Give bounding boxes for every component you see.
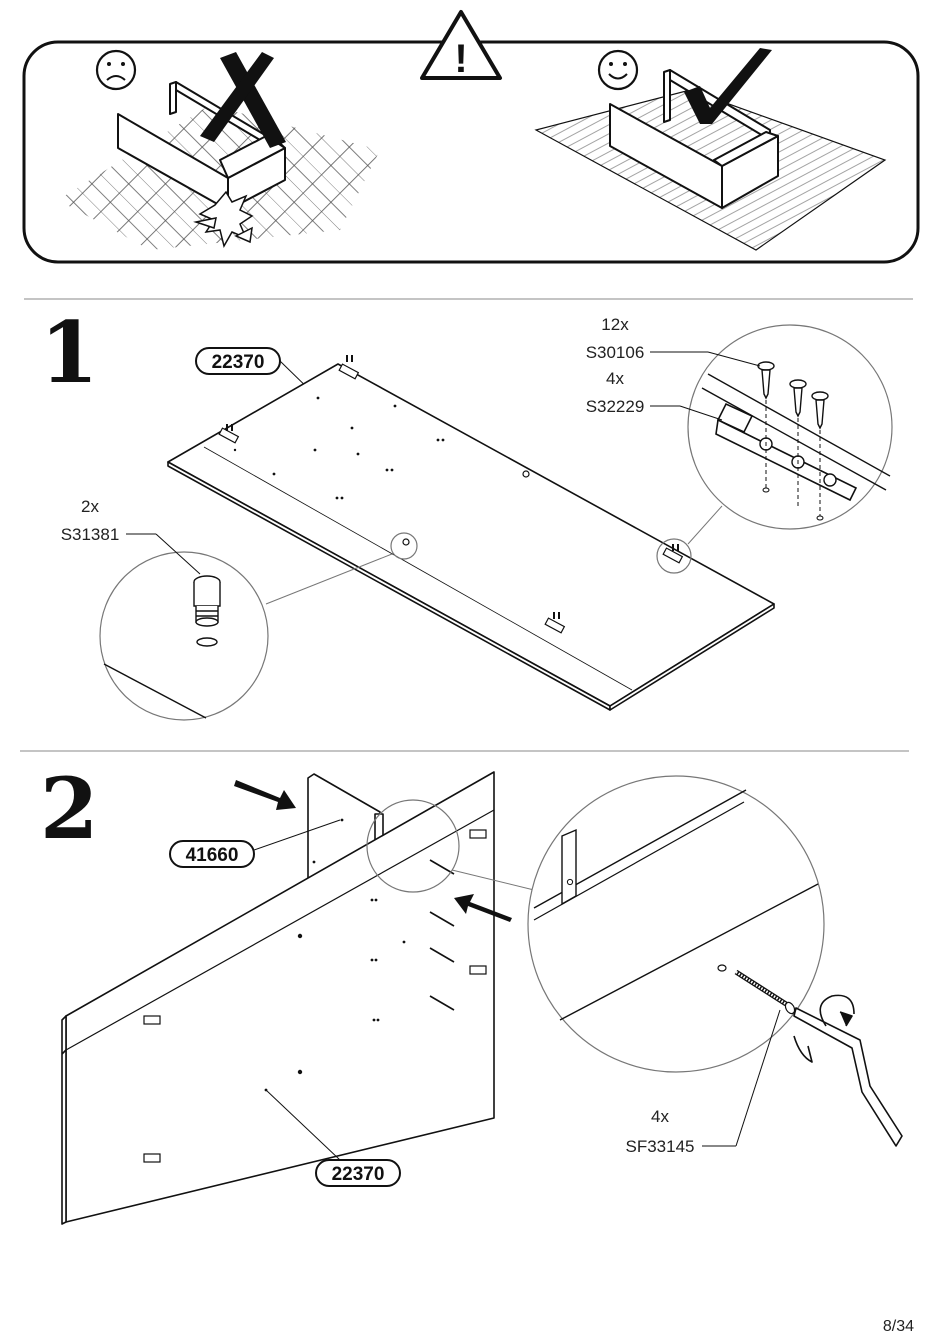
part-callout: 22370 [265,1089,401,1187]
screw-part-number: S30106 [586,343,645,362]
correct-check-icon [684,48,772,124]
part-number: 22370 [332,1164,385,1185]
panel-22370 [167,363,775,711]
pre-drilled-holes [233,396,445,500]
bolt-detail [366,775,825,1073]
warning-mark: ! [454,37,467,81]
step-1: 1 22370 [40,303,893,721]
warning-triangle-icon: ! [420,10,502,81]
cam-part-number: S31381 [61,525,120,544]
panel-22370 [61,771,495,1225]
bolt-markers [429,859,455,1011]
insert-arrow-icon [454,894,512,922]
sad-face-icon [95,49,137,91]
step-2: 2 [40,759,903,1225]
part-number: 41660 [186,845,239,866]
bracket-part-number: S32229 [586,397,645,416]
part-callout: 41660 [169,819,341,868]
cam-quantity: 2x [81,497,99,516]
warning-banner: ! [22,10,920,264]
bracket-quantity: 4x [606,369,624,388]
hex-key-icon [793,994,903,1147]
bolt-part-number: SF33145 [626,1137,695,1156]
screw-bracket-detail [656,324,893,574]
damage-burst-icon [193,190,254,248]
screw-quantity: 12x [601,315,629,334]
screw-markers [226,355,679,619]
cam-detail [99,532,418,721]
screw-icon [757,361,829,430]
push-arrow-icon [234,780,296,810]
happy-face-icon [597,49,639,91]
wrong-cross-icon [200,52,286,148]
step-number: 2 [40,759,98,858]
bracket-markers [218,363,684,634]
part-callout: 22370 [195,347,319,399]
page-number: 8/34 [883,1318,914,1335]
bolt-icon [734,969,796,1015]
part-number: 22370 [212,352,265,373]
assembly-on-hard-floor [117,81,286,211]
pre-drilled-holes [264,898,406,1092]
bracket-markers [143,829,487,1163]
cam-connector-icon [193,575,221,647]
step-number: 1 [40,303,98,402]
bolt-quantity: 4x [651,1107,669,1126]
